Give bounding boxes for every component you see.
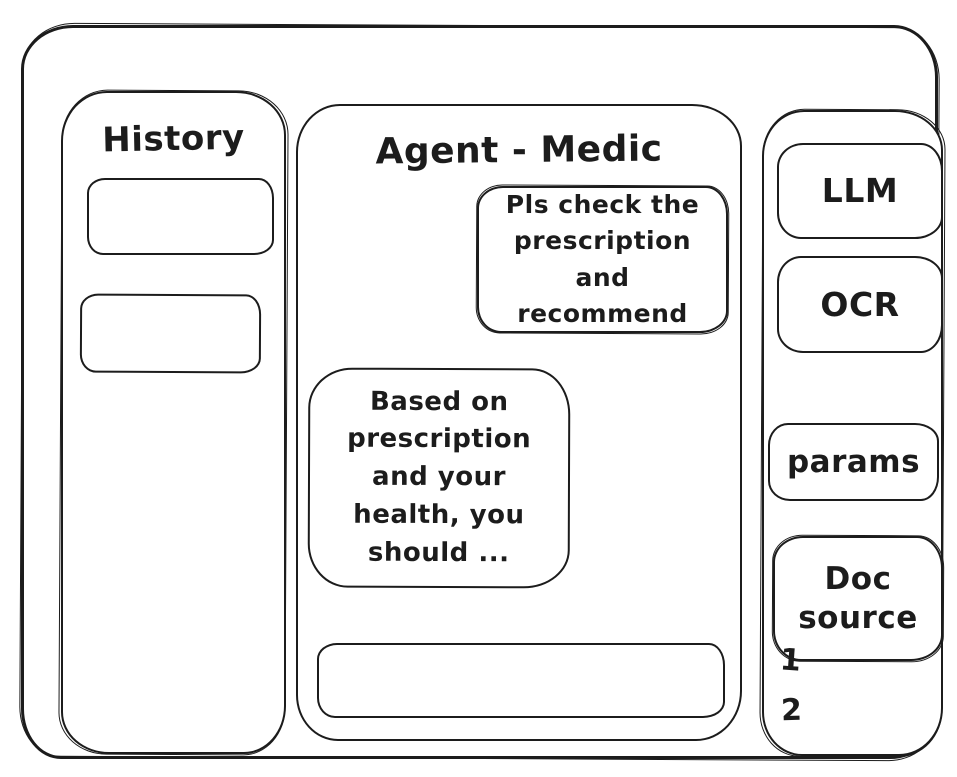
history-item[interactable] <box>79 293 262 374</box>
user-message-bubble: Pls check the prescription and recommend <box>477 186 728 333</box>
doc-source-item[interactable]: 1 <box>778 642 803 679</box>
doc-source-item[interactable]: 2 <box>780 692 803 729</box>
chat-panel-title: Agent - Medic <box>375 128 663 173</box>
app-window-frame: History Agent - Medic Pls check the pres… <box>21 25 943 759</box>
message-input[interactable] <box>317 643 725 718</box>
ocr-button[interactable]: OCR <box>777 256 943 353</box>
llm-button[interactable]: LLM <box>777 143 943 239</box>
history-item[interactable] <box>87 178 274 255</box>
tools-panel: LLM OCR params Doc source 1 2 <box>762 110 943 756</box>
agent-message-bubble: Based on prescription and your health, y… <box>307 367 571 589</box>
doc-source-button[interactable]: Doc source <box>773 536 943 661</box>
params-button[interactable]: params <box>768 423 939 501</box>
history-panel-title: History <box>101 117 246 161</box>
history-panel: History <box>61 91 286 754</box>
chat-panel: Agent - Medic Pls check the prescription… <box>296 104 742 741</box>
